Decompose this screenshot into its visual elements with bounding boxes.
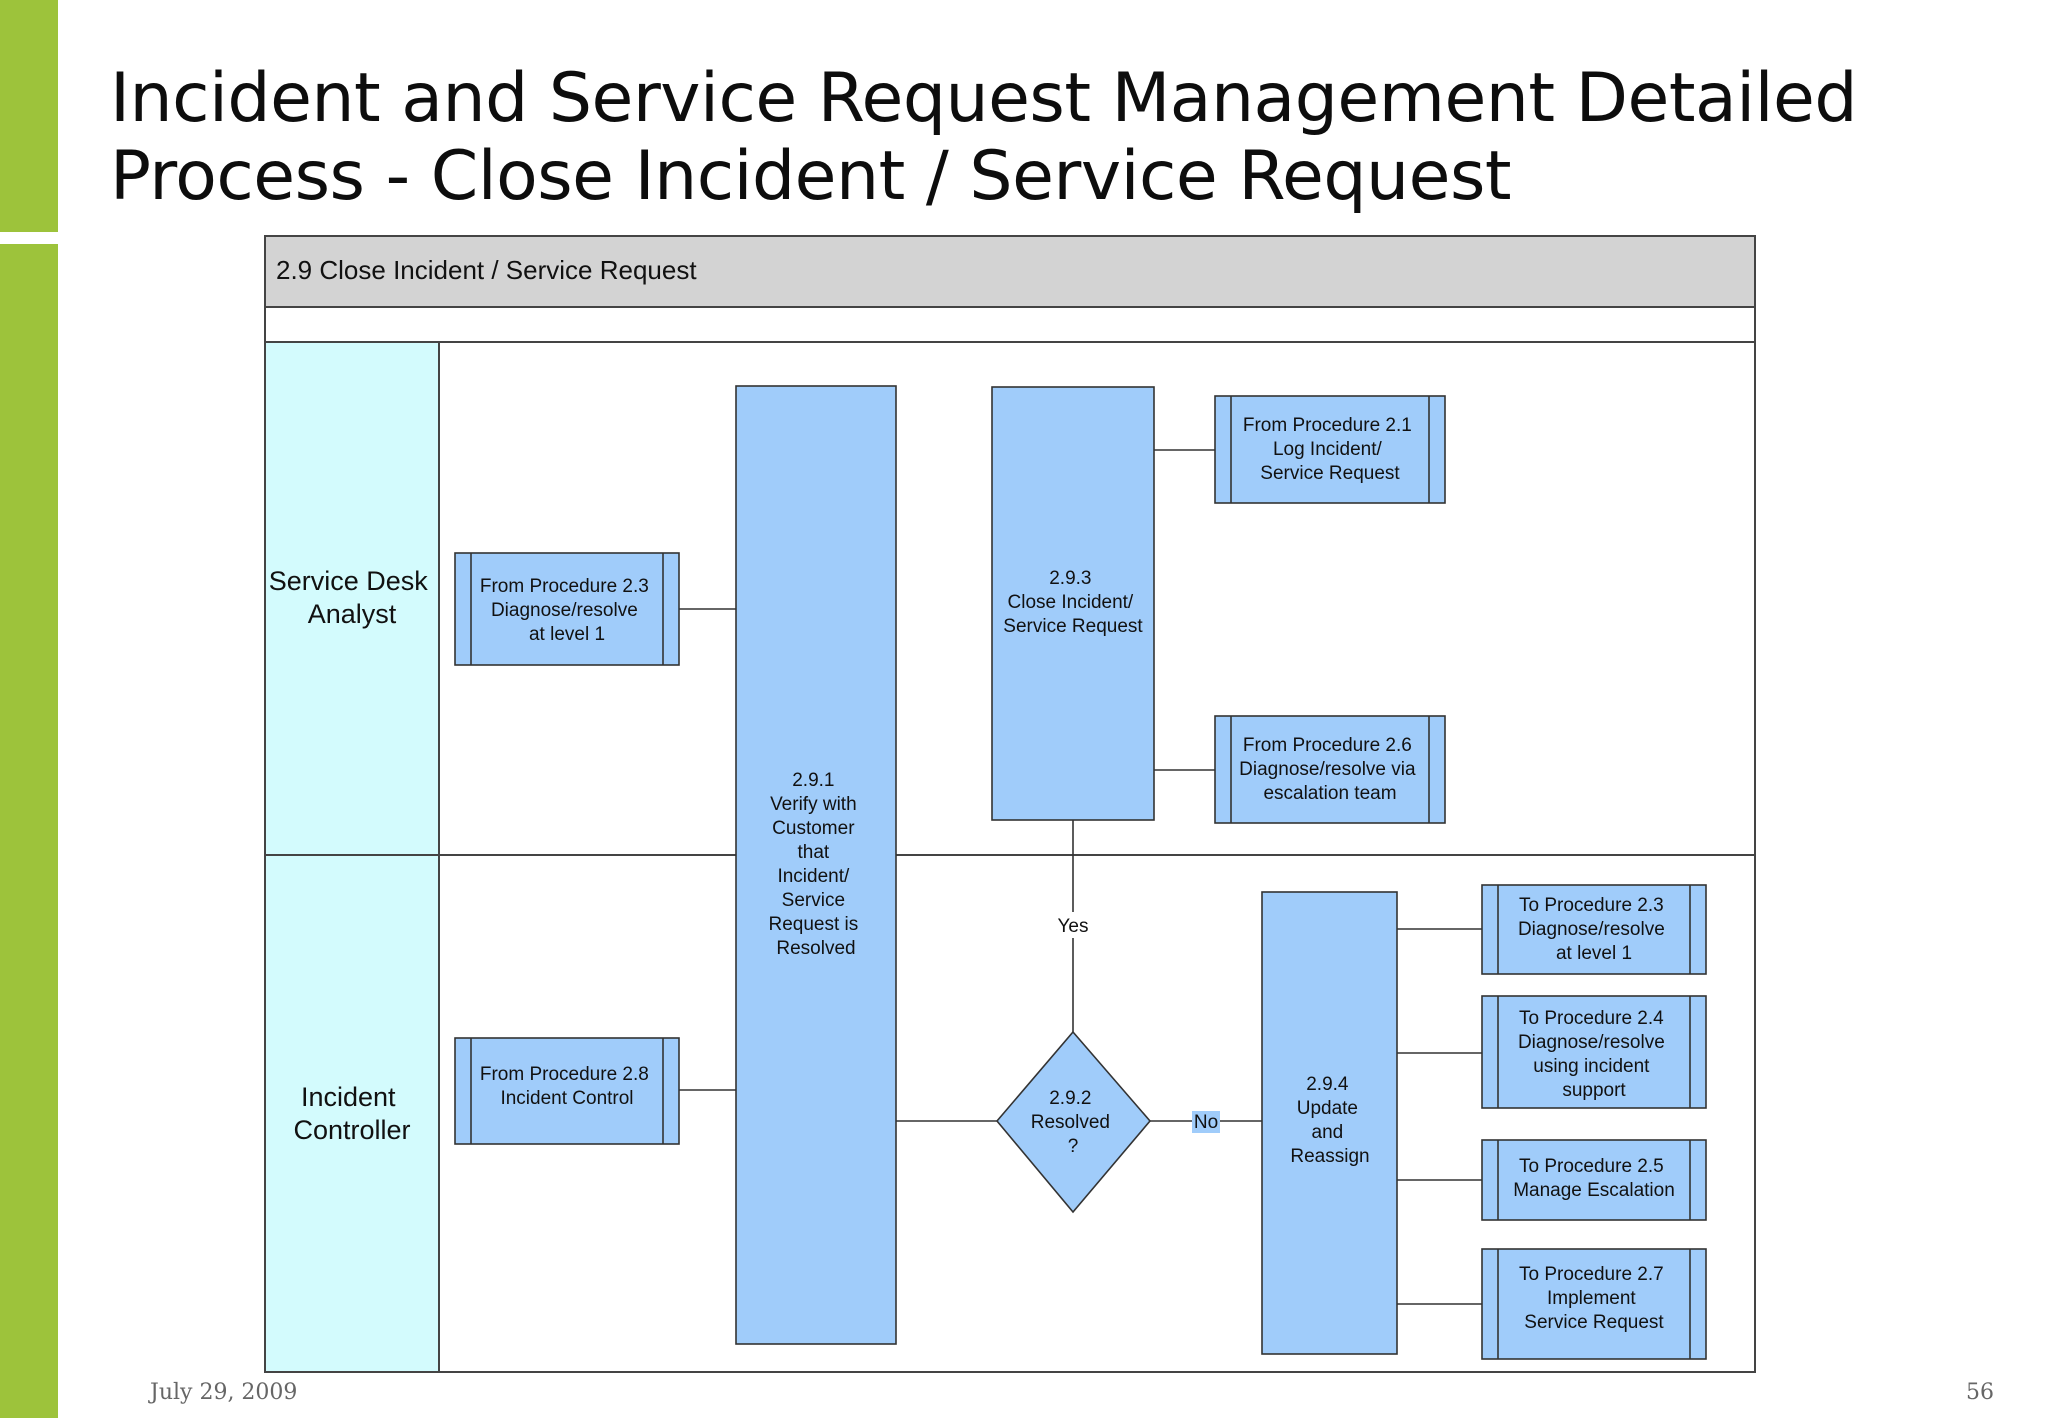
ref-from-procedure-2-8-label: From Procedure 2.8 Incident Control (480, 1064, 654, 1109)
slide-title-line-1: Incident and Service Request Management … (110, 59, 1858, 138)
accent-bar-top (0, 0, 58, 232)
ref-to-procedure-2-3-label: To Procedure 2.3 Diagnose/resolve at lev… (1518, 895, 1670, 964)
no-label: No (1194, 1112, 1218, 1133)
lane-label-column (264, 341, 440, 1373)
yes-label: Yes (1058, 916, 1089, 937)
task-2-9-4-update-and-reassign: 2.9.4 Update and Reassign (1261, 891, 1398, 1355)
ref-from-procedure-2-6-label: From Procedure 2.6 Diagnose/resolve via … (1239, 735, 1421, 804)
footer-page-number: 56 (1966, 1380, 1994, 1405)
ref-from-procedure-2-6: From Procedure 2.6 Diagnose/resolve via … (1214, 715, 1446, 824)
ref-to-procedure-2-3: To Procedure 2.3 Diagnose/resolve at lev… (1481, 884, 1707, 975)
task-2-9-1-label: 2.9.1 Verify with Customer that Incident… (768, 770, 863, 959)
ref-to-procedure-2-5: To Procedure 2.5 Manage Escalation (1481, 1139, 1707, 1221)
ref-from-procedure-2-1: From Procedure 2.1 Log Incident/ Service… (1214, 395, 1446, 504)
decision-2-9-2-resolved: 2.9.2 Resolved ? (995, 1030, 1152, 1214)
lane-label-service-desk-analyst: Service Desk Analyst (269, 566, 436, 629)
task-2-9-3-label: 2.9.3 Close Incident/ Service Request (1003, 568, 1143, 637)
ref-to-procedure-2-4: To Procedure 2.4 Diagnose/resolve using … (1481, 995, 1707, 1109)
no-label-highlight (1192, 1111, 1220, 1133)
ref-to-procedure-2-7: To Procedure 2.7 Implement Service Reque… (1481, 1248, 1707, 1360)
task-2-9-4-label: 2.9.4 Update and Reassign (1290, 1074, 1369, 1167)
ref-from-procedure-2-8: From Procedure 2.8 Incident Control (454, 1037, 680, 1145)
ref-from-procedure-2-1-label: From Procedure 2.1 Log Incident/ Service… (1243, 415, 1417, 484)
task-2-9-3-close-incident: 2.9.3 Close Incident/ Service Request (991, 386, 1155, 821)
yes-label-background (1052, 912, 1094, 938)
diagram-header-band (264, 235, 1756, 308)
accent-bar-bottom (0, 244, 58, 1418)
footer-date: July 29, 2009 (150, 1380, 298, 1405)
lane-label-incident-controller: Incident Controller (293, 1082, 410, 1145)
ref-to-procedure-2-5-label: To Procedure 2.5 Manage Escalation (1513, 1156, 1675, 1201)
slide-title: Incident and Service Request Management … (110, 60, 1910, 216)
diagram-header: 2.9 Close Incident / Service Request (276, 255, 697, 285)
ref-to-procedure-2-7-label: To Procedure 2.7 Implement Service Reque… (1519, 1264, 1669, 1333)
ref-from-procedure-2-3: From Procedure 2.3 Diagnose/resolve at l… (454, 552, 680, 666)
task-2-9-1-verify-with-customer: 2.9.1 Verify with Customer that Incident… (735, 385, 897, 1345)
ref-from-procedure-2-3-label: From Procedure 2.3 Diagnose/resolve at l… (480, 576, 654, 645)
decision-2-9-2-label: 2.9.2 Resolved ? (1031, 1088, 1116, 1157)
ref-to-procedure-2-4-label: To Procedure 2.4 Diagnose/resolve using … (1518, 1008, 1670, 1101)
slide-title-line-2: Process - Close Incident / Service Reque… (110, 137, 1512, 216)
